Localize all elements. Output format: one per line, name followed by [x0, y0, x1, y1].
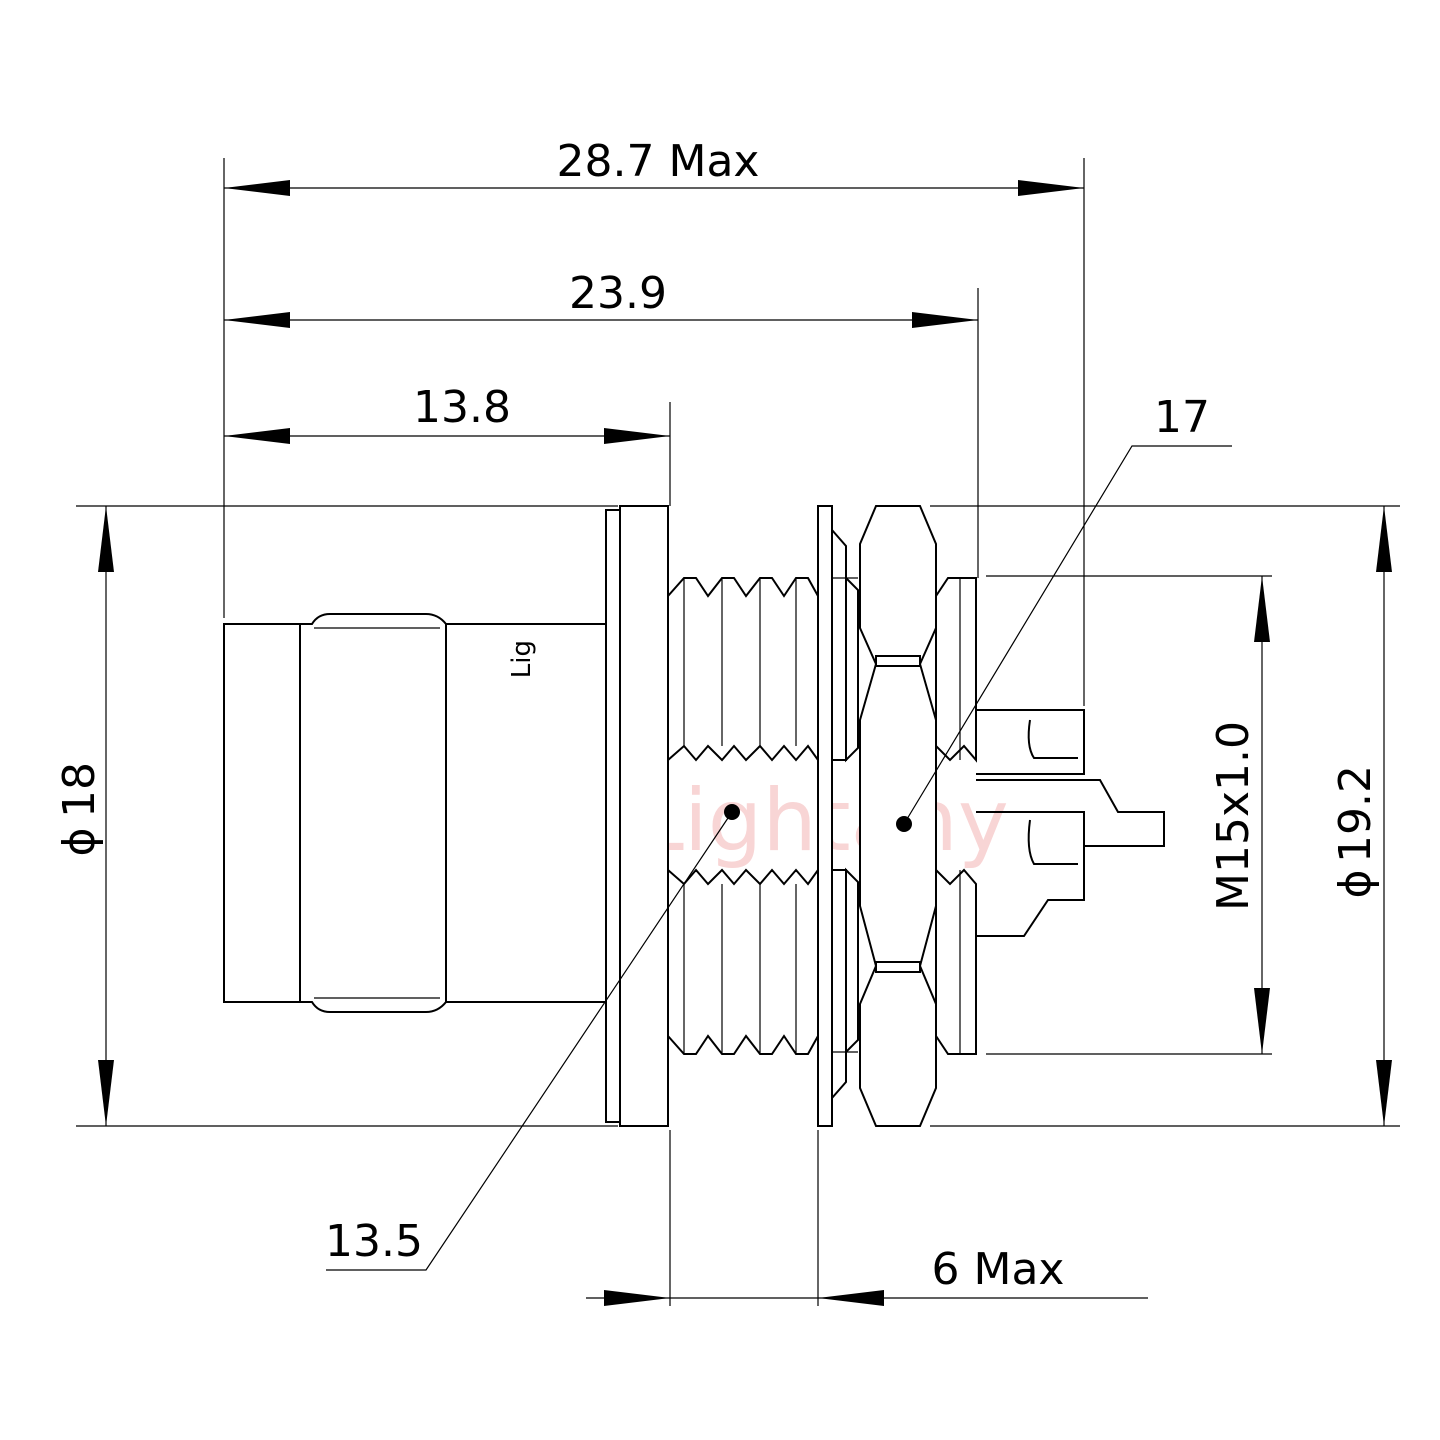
leader-hex-nut: 17: [896, 392, 1232, 832]
hex-nut: [859, 505, 937, 1127]
dim-label-diameter-symbol: ϕ: [54, 827, 105, 856]
dim-label-thread: M15x1.0: [1208, 721, 1259, 911]
dim-overall-length: 28.7 Max: [224, 136, 1084, 196]
dim-label-17: 17: [1154, 392, 1210, 443]
front-thread-lower: [667, 866, 819, 1055]
dim-label-6-max: 6 Max: [932, 1244, 1065, 1295]
dim-body-diameter: ϕ 18: [54, 506, 114, 1126]
dim-length-to-flange: 13.8: [224, 382, 670, 444]
dim-flange-diameter: ϕ 19.2: [1330, 506, 1392, 1126]
front-thread-upper: [667, 577, 819, 764]
connector-body: Lig: [223, 505, 1165, 1127]
dim-length-to-shoulder: 23.9: [224, 268, 978, 328]
panel-washer: [817, 505, 833, 1127]
dim-label-13-5: 13.5: [325, 1216, 423, 1267]
dim-label-diameter-symbol-2: ϕ: [1330, 869, 1381, 898]
dim-panel-thickness: 6 Max: [586, 1244, 1148, 1306]
leader-locknut: 13.5: [325, 804, 740, 1271]
dim-label-19-2: 19.2: [1330, 765, 1381, 863]
dim-label-18: 18: [54, 762, 105, 818]
solder-contacts: [976, 709, 1165, 937]
dim-label-13-8: 13.8: [413, 382, 511, 433]
dim-label-23-9: 23.9: [569, 268, 667, 319]
dim-thread: M15x1.0: [1208, 576, 1270, 1054]
extension-lines: [76, 158, 1400, 1306]
dim-label-28-7: 28.7 Max: [557, 136, 760, 187]
rear-thread: [935, 577, 977, 1055]
body-marking: Lig: [507, 640, 537, 678]
